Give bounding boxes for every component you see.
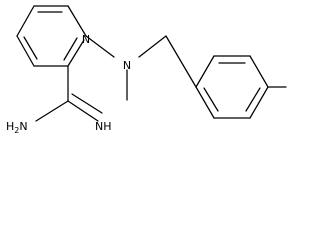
bond-a1-a2 bbox=[195, 55, 215, 88]
bond-c4-c5 bbox=[16, 35, 35, 67]
bond-a4-a5 bbox=[249, 86, 269, 119]
bond-ch2-ring bbox=[165, 35, 197, 88]
amino-h: H bbox=[6, 120, 14, 133]
pyridine-ring bbox=[16, 5, 87, 67]
structure-diagram: N N H2N NH bbox=[6, 5, 287, 135]
double-bond-amidine-nh bbox=[71, 93, 103, 114]
amine-substituent bbox=[85, 35, 197, 101]
bond-a3-a4 bbox=[249, 55, 269, 88]
double-bond-a4-a5 bbox=[245, 87, 261, 112]
tolyl-ring bbox=[195, 55, 287, 119]
bond-c3-c4 bbox=[16, 5, 35, 37]
bond-amidine-nh bbox=[67, 100, 99, 122]
ring-nitrogen-label: N bbox=[82, 33, 90, 46]
double-bond-c4-c5 bbox=[23, 36, 38, 60]
imino-group-label: NH bbox=[95, 120, 112, 133]
bond-n1-c2 bbox=[67, 5, 87, 37]
amino-subscript: 2 bbox=[14, 126, 19, 135]
bond-c6-n1 bbox=[67, 39, 85, 67]
bond-a6-a1 bbox=[195, 86, 215, 119]
amino-n: N bbox=[19, 120, 27, 133]
double-bond-c6-n1 bbox=[63, 37, 78, 61]
double-bond-a6-a1 bbox=[203, 87, 219, 112]
bond-n-ch2 bbox=[138, 35, 167, 58]
imino-n: N bbox=[95, 120, 103, 133]
amine-nitrogen-label: N bbox=[123, 59, 131, 72]
imino-h: H bbox=[103, 120, 111, 133]
amino-group-label: H2N bbox=[6, 120, 28, 135]
bond-ring-n bbox=[85, 35, 115, 58]
amidine-group bbox=[35, 65, 103, 122]
bond-amidine-nh2 bbox=[35, 100, 69, 122]
